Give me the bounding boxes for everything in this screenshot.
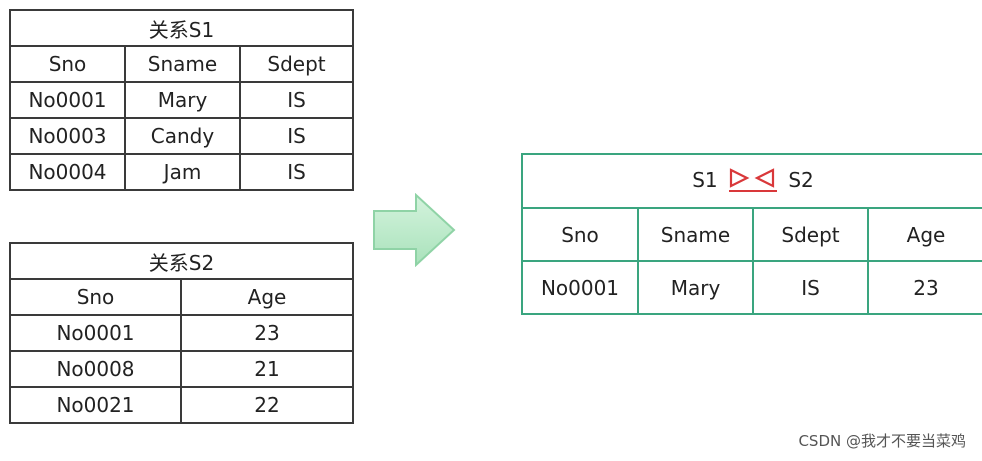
table-cell: No0001 (521, 260, 639, 315)
table-cell: Mary (124, 81, 241, 119)
table-cell: No0004 (9, 153, 126, 191)
table-cell: 22 (179, 386, 355, 424)
column-header: Age (867, 207, 982, 262)
table-header-row: Sno Sname Sdept Age (521, 207, 982, 262)
table-header-row: Sno Sname Sdept (9, 45, 355, 83)
table-header-row: Sno Age (9, 278, 355, 316)
table-row: No0021 22 (9, 386, 355, 424)
table-cell: IS (238, 153, 355, 191)
column-header: Sno (9, 45, 126, 83)
column-header: Sdept (752, 207, 869, 262)
table-row: No0003 Candy IS (9, 117, 355, 155)
left-operand: S1 (692, 167, 718, 192)
join-expression: S1 S2 (521, 153, 982, 209)
natural-join-bowtie-icon (729, 168, 777, 193)
right-operand: S2 (788, 167, 814, 192)
table-cell: IS (752, 260, 869, 315)
relation-s1-table: 关系S1 Sno Sname Sdept No0001 Mary IS No00… (8, 9, 355, 191)
table-cell: No0021 (9, 386, 182, 424)
table-row: No0001 Mary IS 23 (521, 260, 982, 315)
table-row: No0001 Mary IS (9, 81, 355, 119)
table-row: No0001 23 (9, 314, 355, 352)
natural-join-result-table: S1 S2 Sno Sname Sdept Age No0001 Mary IS… (521, 153, 982, 315)
table-cell: No0001 (9, 81, 126, 119)
relation-s2-table: 关系S2 Sno Age No0001 23 No0008 21 No0021 … (8, 242, 355, 424)
table-cell: IS (238, 117, 355, 155)
column-header: Age (179, 278, 355, 316)
table-row: No0004 Jam IS (9, 153, 355, 191)
table-cell: No0001 (9, 314, 182, 352)
column-header: Sno (521, 207, 639, 262)
table-cell: No0003 (9, 117, 126, 155)
column-header: Sname (124, 45, 241, 83)
column-header: Sno (9, 278, 182, 316)
table-cell: Jam (124, 153, 241, 191)
table-cell: 23 (867, 260, 982, 315)
table-cell: 23 (179, 314, 355, 352)
table-row: No0008 21 (9, 350, 355, 388)
relation-s2-title: 关系S2 (8, 242, 355, 280)
watermark: CSDN @我才不要当菜鸡 (798, 432, 966, 450)
column-header: Sdept (238, 45, 355, 83)
column-header: Sname (637, 207, 754, 262)
relation-s1-title: 关系S1 (8, 9, 355, 47)
table-cell: IS (238, 81, 355, 119)
right-arrow-icon (373, 193, 456, 267)
table-cell: Mary (637, 260, 754, 315)
table-cell: No0008 (9, 350, 182, 388)
table-cell: 21 (179, 350, 355, 388)
table-cell: Candy (124, 117, 241, 155)
